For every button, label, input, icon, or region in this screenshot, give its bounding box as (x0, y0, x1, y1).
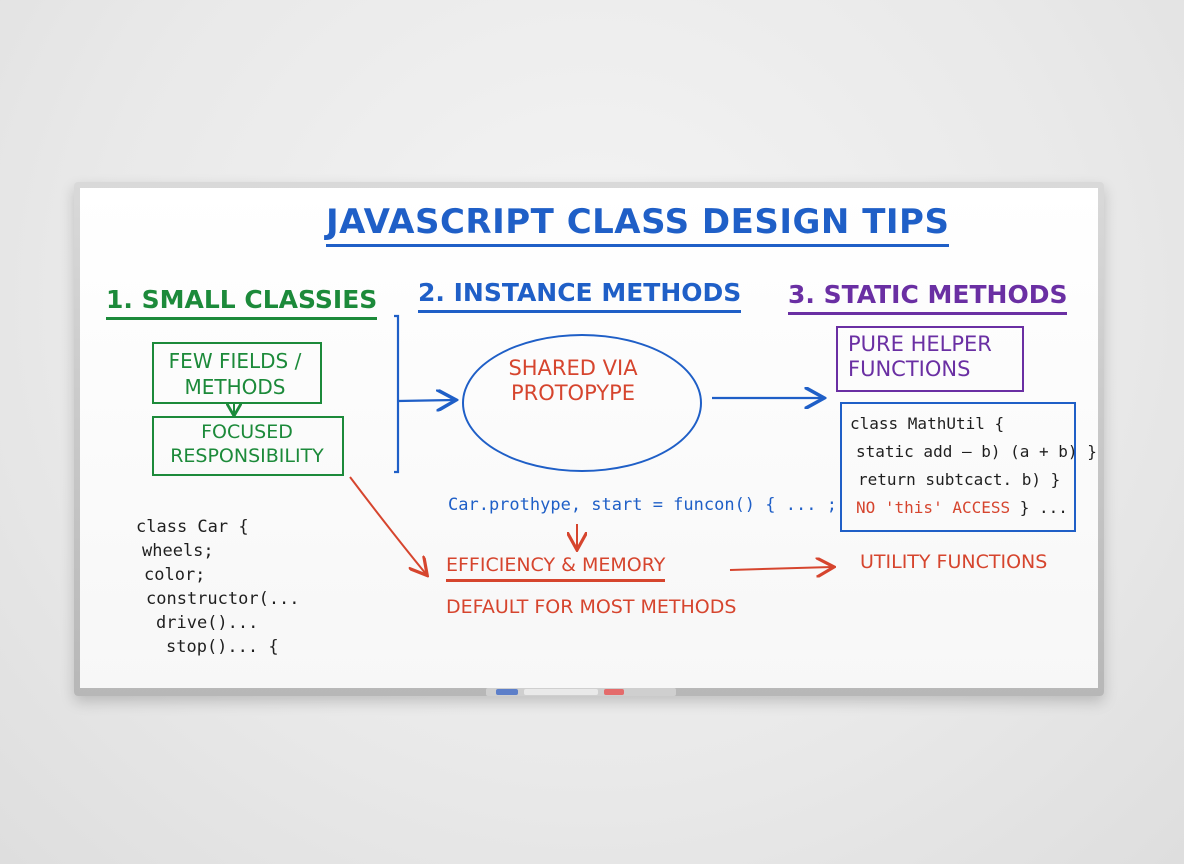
code-line: return subtcact. b) } (858, 470, 1061, 489)
code-line: class Car { (136, 517, 249, 537)
few-fields-text: FEW FIELDS / METHODS (168, 349, 302, 399)
board-title: JAVASCRIPT CLASS DESIGN TIPS (326, 202, 950, 248)
code-line: static add – b) (a + b) } (856, 442, 1097, 461)
code-line: constructor(... (146, 589, 300, 609)
pure-helper-text: PURE HELPER FUNCTIONS (848, 332, 992, 381)
shared-via-prototype-text: SHARED VIA PROTOPYPE (508, 356, 638, 405)
no-this-text: NO 'this' ACCESS (856, 498, 1011, 517)
mathutil-code-block: class MathUtil { static add – b) (a + b)… (850, 410, 1097, 522)
prototype-ellipse (462, 334, 702, 472)
prototype-line: Car.prothype, start = funcon() { ... ; (448, 495, 837, 515)
red-marker (604, 689, 624, 695)
arrow-to-efficiency (349, 476, 426, 574)
car-code-block: class Car { wheels; color; constructor(.… (136, 515, 300, 659)
efficiency-text: EFFICIENCY & MEMORY (446, 554, 666, 582)
mathutil-box (840, 402, 1076, 532)
eraser (524, 689, 598, 695)
section1-heading: 1. SMALL CLASSIES (106, 285, 378, 320)
code-line: drive()... (156, 613, 259, 633)
code-line: class MathUtil { (850, 414, 1005, 433)
no-this-suffix: } ... (1019, 498, 1068, 517)
focused-text: FOCUSED RESPONSIBILITY (170, 421, 324, 467)
arrow-to-ellipse (397, 400, 454, 401)
arrow-to-utility (729, 567, 832, 570)
code-line: NO 'this' ACCESS } ... (850, 494, 1097, 522)
utility-functions-text: UTILITY FUNCTIONS (860, 551, 1048, 573)
section2-heading: 2. INSTANCE METHODS (418, 278, 742, 313)
few-fields-box (152, 342, 322, 404)
code-line: color; (144, 565, 206, 585)
default-text: DEFAULT FOR MOST METHODS (446, 596, 737, 618)
pure-helper-box (836, 326, 1024, 392)
section3-heading: 3. STATIC METHODS (788, 280, 1068, 315)
focused-box (152, 416, 344, 476)
blue-marker (496, 689, 518, 695)
bracket-line (394, 314, 400, 474)
code-line: wheels; (142, 541, 214, 561)
code-line: stop()... { (166, 637, 279, 657)
